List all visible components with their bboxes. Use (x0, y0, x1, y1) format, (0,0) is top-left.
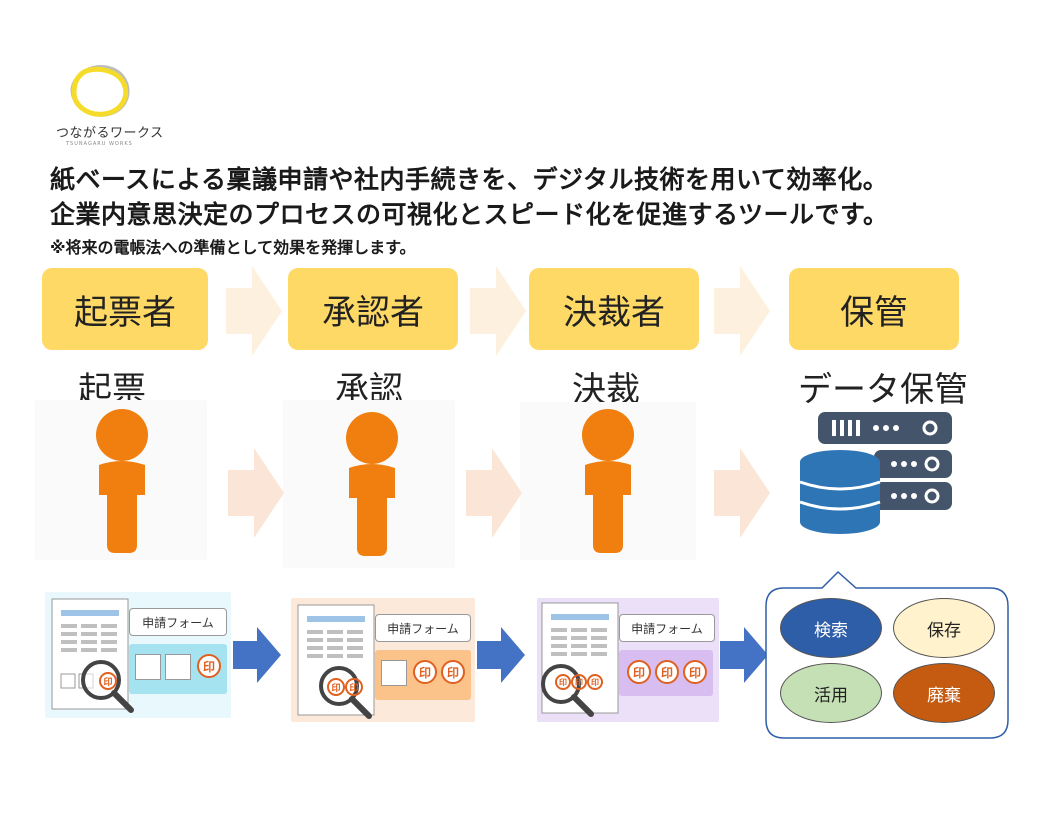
stamp-icon: 印 (655, 660, 679, 684)
person-arrow-2 (466, 448, 522, 538)
form-title-box: 申請フォーム (129, 608, 227, 636)
flow-arrow-1 (233, 627, 281, 683)
stamp-icon: 印 (99, 672, 117, 690)
logo-name: つながるワークス (56, 126, 164, 141)
logo-tagline: TSUNAGARU WORKS (66, 141, 133, 147)
stamp-icon: 印 (327, 678, 345, 696)
bubble-save: 保存 (893, 598, 995, 658)
role-arrow-2 (470, 266, 526, 356)
stamp-icon: 印 (197, 654, 221, 678)
bubble-use: 活用 (780, 663, 882, 723)
logo-mark-icon (70, 65, 130, 117)
headline-line-2: 企業内意思決定のプロセスの可視化とスピード化を促進するツールです。 (50, 200, 889, 229)
person-arrow-1 (228, 448, 284, 538)
stamp-icon: 印 (555, 674, 571, 690)
form-panel-approver: 印 印 申請フォーム 印 印 (291, 598, 475, 722)
form-empty-slot (165, 654, 191, 680)
person-icon-drafter (96, 409, 148, 553)
magnifier-icon (541, 664, 594, 717)
form-title: 申請フォーム (387, 621, 459, 636)
bubble-search: 検索 (780, 598, 882, 658)
flow-arrow-3 (720, 627, 768, 683)
flow-arrow-2 (477, 627, 525, 683)
form-title-box: 申請フォーム (619, 614, 715, 642)
form-panel-decider: 印 印 印 申請フォーム 印 印 印 (537, 598, 719, 722)
step-label-data-storage: データ保管 (798, 370, 968, 410)
person-arrow-3 (714, 448, 770, 538)
form-field-area: 印 印 (375, 650, 471, 700)
headline-note: ※将来の電帳法への準備として効果を発揮します。 (50, 238, 416, 257)
role-box-drafter: 起票者 (42, 268, 208, 350)
headline-line-1: 紙ベースによる稟議申請や社内手続きを、デジタル技術を用いて効率化。 (50, 165, 889, 194)
stamp-icon: 印 (413, 660, 437, 684)
server-database-icon (799, 412, 952, 534)
form-empty-slot (381, 660, 407, 686)
role-box-approver: 承認者 (288, 268, 458, 350)
role-arrow-3 (714, 266, 770, 356)
form-title: 申請フォーム (142, 615, 214, 630)
form-panel-drafter: 印 申請フォーム 印 (45, 592, 231, 718)
magnifier-icon (319, 666, 372, 719)
role-box-decider: 決裁者 (529, 268, 699, 350)
bubble-dispose: 廃棄 (893, 663, 995, 723)
logo: つながるワークス TSUNAGARU WORKS (56, 62, 163, 147)
form-empty-slot (135, 654, 161, 680)
form-field-area: 印 (129, 644, 227, 694)
form-title: 申請フォーム (631, 621, 703, 636)
role-box-storage: 保管 (789, 268, 959, 350)
stamp-icon: 印 (571, 674, 587, 690)
stamp-icon: 印 (587, 674, 603, 690)
stamp-icon: 印 (345, 678, 363, 696)
stamp-icon: 印 (683, 660, 707, 684)
form-title-box: 申請フォーム (375, 614, 471, 642)
stamp-icon: 印 (627, 660, 651, 684)
person-icon-decider (582, 409, 634, 553)
person-icon-approver (346, 412, 398, 556)
role-arrow-1 (226, 266, 282, 356)
stamp-icon: 印 (441, 660, 465, 684)
form-field-area: 印 印 印 (619, 650, 713, 696)
